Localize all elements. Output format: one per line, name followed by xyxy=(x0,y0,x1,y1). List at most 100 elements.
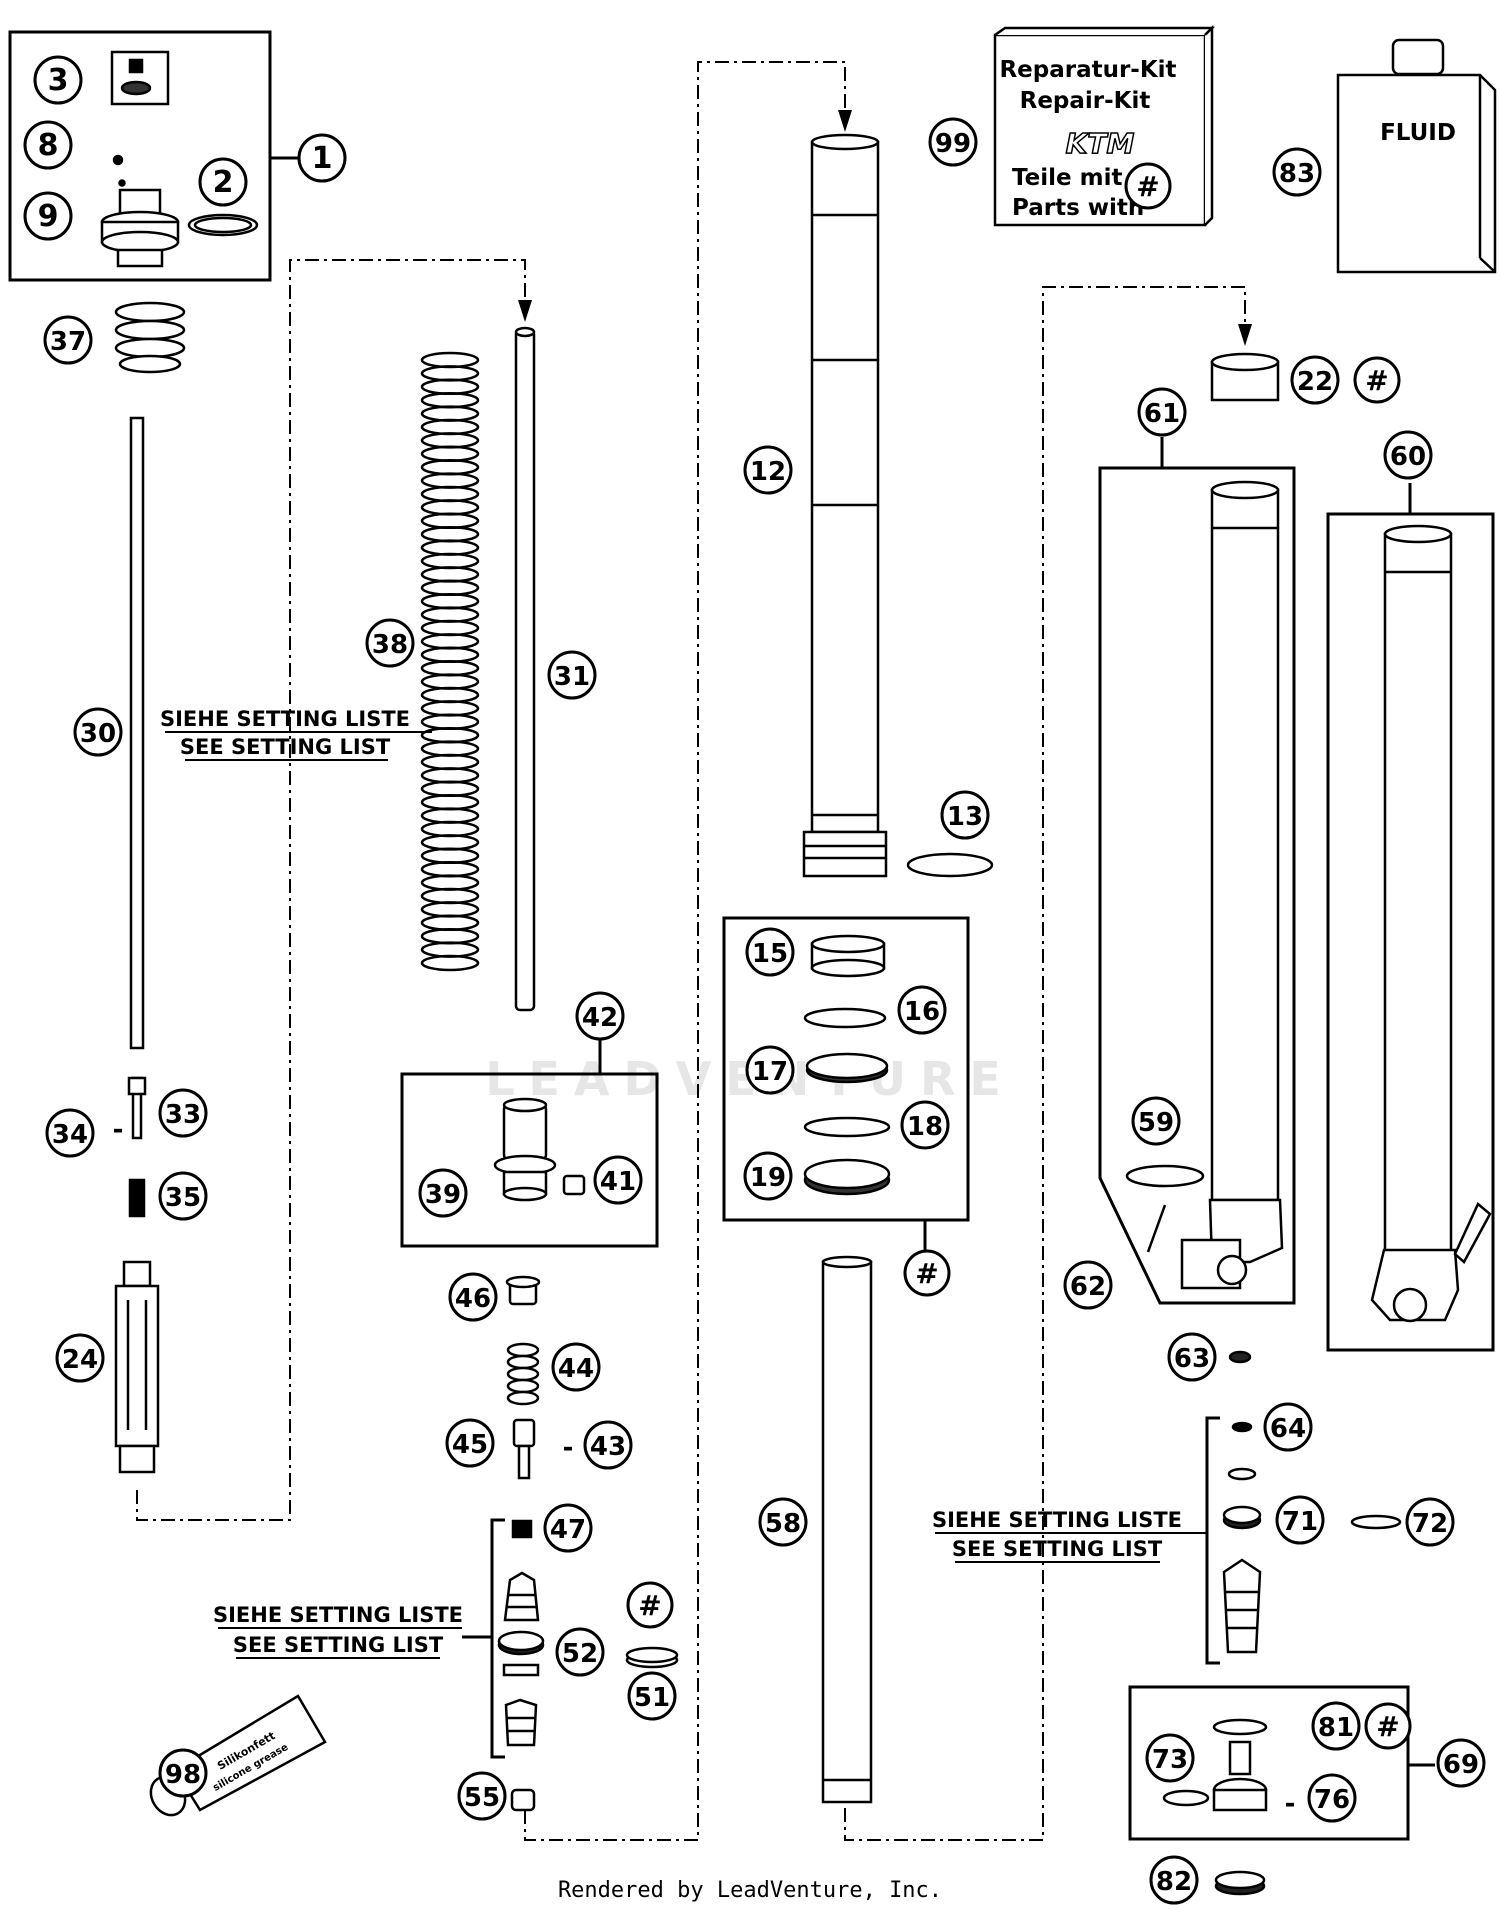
spring-coil xyxy=(420,860,480,878)
spring-coil xyxy=(420,901,480,918)
footer-credit: Rendered by LeadVenture, Inc. xyxy=(558,1878,942,1903)
fluid-can-cap xyxy=(1391,38,1445,76)
part-number: 22 xyxy=(1297,367,1333,397)
part-label-42: 42 xyxy=(575,991,625,1041)
spring-coil xyxy=(420,954,480,972)
spring-coil xyxy=(420,418,480,436)
group-box-69 xyxy=(1128,1685,1410,1841)
part-label-62: 62 xyxy=(1063,1260,1113,1310)
part-label-72: 72 xyxy=(1405,1497,1455,1547)
repair-kit-line1: Reparatur-Kit xyxy=(999,57,1176,83)
spring-coil xyxy=(420,633,480,650)
part-number: 38 xyxy=(372,630,408,660)
part-label-63: 63 xyxy=(1167,1332,1217,1382)
spring-coil xyxy=(420,405,480,422)
part-label-17: 17 xyxy=(745,1045,795,1095)
part-number: 99 xyxy=(935,129,971,159)
part-58-tube xyxy=(821,1260,873,1804)
part-label-38: 38 xyxy=(365,618,415,668)
part-label-2: 2 xyxy=(198,157,248,207)
hash-symbol: # xyxy=(1376,1710,1399,1743)
spring-coil xyxy=(420,646,480,664)
part-number: 58 xyxy=(765,1509,801,1539)
part-label-3: 3 xyxy=(33,55,83,105)
part-number: 41 xyxy=(600,1167,636,1197)
part-number: 42 xyxy=(582,1003,618,1033)
spring-coil xyxy=(420,941,480,958)
part-label-81: 81 xyxy=(1311,1701,1361,1751)
part-number: 72 xyxy=(1412,1509,1448,1539)
dashed-path-22 xyxy=(844,286,1246,1841)
spring-coil xyxy=(420,887,480,905)
part-number: 17 xyxy=(752,1057,788,1087)
part-label-15: 15 xyxy=(745,927,795,977)
setting-note-1-de: SIEHE SETTING LISTE xyxy=(160,707,410,731)
part-number: 43 xyxy=(590,1432,626,1462)
part-label-8: 8 xyxy=(23,120,73,170)
hash-symbol: # xyxy=(1365,364,1388,397)
part-30-rod xyxy=(129,416,145,1050)
spring-coil xyxy=(420,378,480,396)
part-label-33: 33 xyxy=(158,1088,208,1138)
spring-coil xyxy=(420,820,480,838)
part-label-30: 30 xyxy=(73,707,123,757)
part-number: 12 xyxy=(750,457,786,487)
part-61-outer-tube xyxy=(1210,488,1280,1202)
group-box-seals xyxy=(722,916,970,1222)
spring-coil xyxy=(420,753,480,771)
repair-kit-line2: Repair-Kit xyxy=(1020,88,1151,114)
part-number: 18 xyxy=(907,1112,943,1142)
part-label-73: 73 xyxy=(1145,1733,1195,1783)
spring-coil xyxy=(420,874,480,891)
part-label-44: 44 xyxy=(551,1342,601,1392)
spring-coil xyxy=(420,579,480,597)
watermark: LEADVENTURE xyxy=(485,1052,1015,1106)
setting-note-3-en: SEE SETTING LIST xyxy=(952,1537,1163,1561)
part-number: 15 xyxy=(752,939,788,969)
part-label-55: 55 xyxy=(457,1771,507,1821)
part-number: 73 xyxy=(1152,1745,1188,1775)
part-number: 98 xyxy=(165,1760,201,1790)
part-12-inner-tube xyxy=(810,140,880,834)
spring-coil xyxy=(420,927,480,945)
part-label-61: 61 xyxy=(1137,387,1187,437)
part-label-83: 83 xyxy=(1272,147,1322,197)
part-number: 63 xyxy=(1174,1344,1210,1374)
hash-badge: # xyxy=(626,1581,674,1629)
part-60-outer-tube xyxy=(1383,532,1453,1256)
part-label-64: 64 xyxy=(1263,1402,1313,1452)
spring-coil xyxy=(420,807,480,824)
part-label-24: 24 xyxy=(55,1333,105,1383)
part-number: 51 xyxy=(634,1683,670,1713)
part-number: 60 xyxy=(1390,442,1426,472)
setting-note-2-de: SIEHE SETTING LISTE xyxy=(213,1603,463,1627)
part-number: 55 xyxy=(464,1783,500,1813)
spring-coil xyxy=(420,834,480,851)
part-number: 59 xyxy=(1138,1108,1174,1138)
part-label-39: 39 xyxy=(418,1168,468,1218)
hash-symbol: # xyxy=(915,1257,938,1290)
hash-badge: # xyxy=(1364,1702,1412,1750)
spring-coil xyxy=(420,767,480,784)
part-number: 47 xyxy=(550,1515,586,1545)
part-number: 13 xyxy=(947,802,983,832)
repair-kit-line3: Teile mit xyxy=(1012,165,1122,191)
fluid-label: FLUID xyxy=(1380,120,1456,146)
spring-coil xyxy=(420,432,480,449)
dash-73-76: - xyxy=(1285,1789,1296,1819)
spring-coil xyxy=(420,793,480,811)
spring-coil xyxy=(420,391,480,409)
hash-badge: # xyxy=(1124,162,1172,210)
part-number: 61 xyxy=(1144,399,1180,429)
part-label-35: 35 xyxy=(158,1171,208,1221)
spring-coil xyxy=(420,539,480,556)
part-label-99: 99 xyxy=(928,117,978,167)
part-number: 82 xyxy=(1156,1867,1192,1897)
fluid-can xyxy=(1336,73,1497,274)
part-number: 71 xyxy=(1282,1507,1318,1537)
setting-note-1-en: SEE SETTING LIST xyxy=(180,735,391,759)
part-label-82: 82 xyxy=(1149,1855,1199,1905)
part-label-13: 13 xyxy=(940,790,990,840)
spring-coil xyxy=(420,700,480,717)
